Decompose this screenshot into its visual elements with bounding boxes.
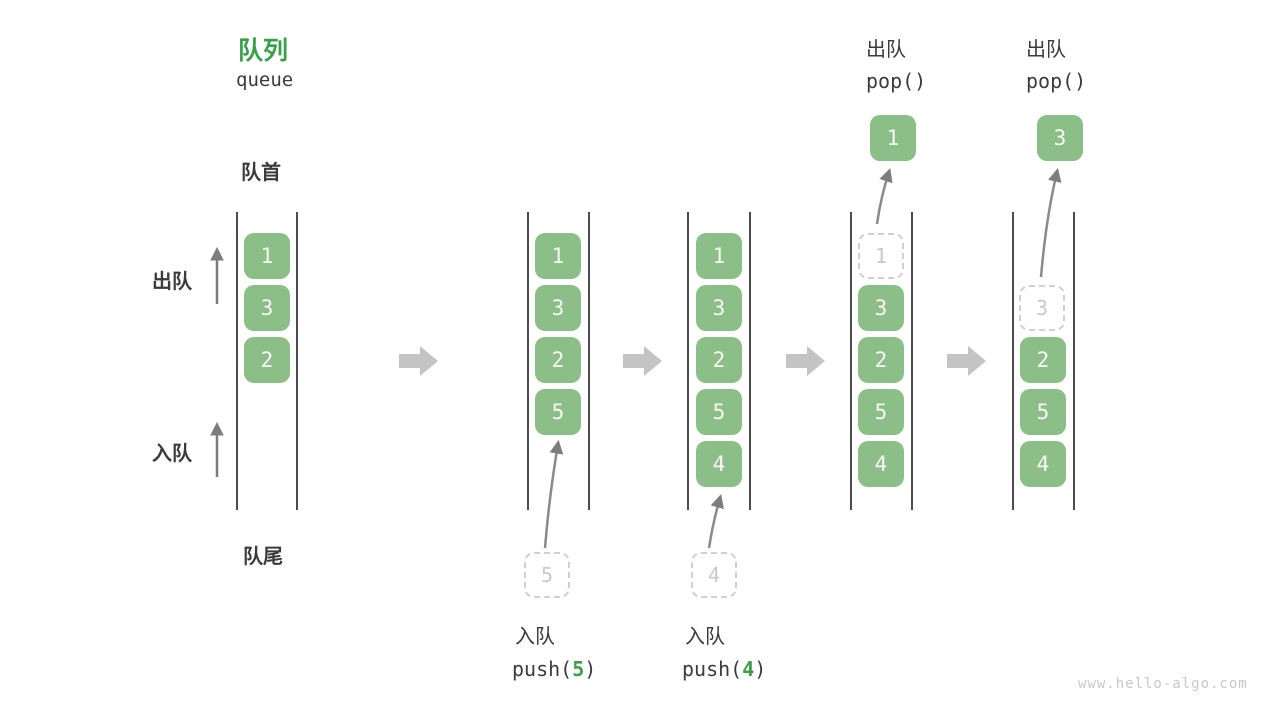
queue-item: 2 [244, 337, 290, 383]
queue-item: 2 [1020, 337, 1066, 383]
code-arg: 5 [572, 657, 585, 681]
queue-item: 4 [1020, 441, 1066, 487]
incoming-item-ghost: 5 [524, 552, 570, 598]
queue-item: 5 [696, 389, 742, 435]
popped-item: 1 [870, 115, 916, 161]
push-arrow [543, 439, 564, 549]
queue-wall-left [236, 212, 238, 510]
removed-item-ghost: 1 [858, 233, 904, 279]
queue-item: 2 [535, 337, 581, 383]
label-dequeue-action: 出队 [1026, 37, 1066, 61]
label-queue-front: 队首 [241, 160, 281, 184]
transition-arrow-icon [623, 346, 662, 376]
label-enqueue-action: 入队 [685, 624, 725, 648]
code-close: ) [584, 657, 597, 681]
queue-item: 3 [535, 285, 581, 331]
removed-item-ghost: 3 [1019, 285, 1065, 331]
label-enqueue-action: 入队 [515, 624, 555, 648]
code-fn: push( [512, 657, 573, 681]
queue-item: 1 [535, 233, 581, 279]
label-queue-rear: 队尾 [243, 544, 283, 568]
code-fn: push( [682, 657, 743, 681]
code-close: ) [754, 657, 767, 681]
queue-wall-left [850, 212, 852, 510]
queue-item: 3 [244, 285, 290, 331]
queue-item: 3 [858, 285, 904, 331]
label-dequeue-side: 出队 [152, 269, 192, 293]
queue-item: 1 [244, 233, 290, 279]
incoming-item-ghost: 4 [691, 552, 737, 598]
queue-item: 4 [858, 441, 904, 487]
label-enqueue-side: 入队 [152, 441, 192, 465]
queue-item: 3 [696, 285, 742, 331]
queue-wall-right [749, 212, 751, 510]
queue-item: 2 [858, 337, 904, 383]
pop-arrow [1039, 167, 1062, 278]
queue-wall-right [911, 212, 913, 510]
queue-wall-left [527, 212, 529, 510]
code-arg: 4 [742, 657, 755, 681]
queue-item: 5 [535, 389, 581, 435]
queue-wall-left [687, 212, 689, 510]
queue-wall-left [1012, 212, 1014, 510]
code-push-call: push(5) [512, 657, 596, 681]
queue-item: 4 [696, 441, 742, 487]
queue-wall-right [1073, 212, 1075, 510]
queue-item: 5 [858, 389, 904, 435]
diagram-title-en: queue [236, 69, 294, 91]
popped-item: 3 [1037, 115, 1083, 161]
queue-item: 1 [696, 233, 742, 279]
label-dequeue-action: 出队 [866, 37, 906, 61]
transition-arrow-icon [947, 346, 986, 376]
code-pop-call: pop() [866, 69, 927, 93]
queue-item: 2 [696, 337, 742, 383]
diagram-title-zh: 队列 [238, 36, 289, 65]
code-pop-call: pop() [1026, 69, 1087, 93]
code-push-call: push(4) [682, 657, 766, 681]
transition-arrow-icon [399, 346, 438, 376]
queue-item: 5 [1020, 389, 1066, 435]
queue-wall-right [588, 212, 590, 510]
pop-arrow [875, 168, 893, 225]
queue-wall-right [296, 212, 298, 510]
watermark: www.hello-algo.com [1078, 676, 1248, 692]
push-arrow [707, 494, 724, 549]
transition-arrow-icon [786, 346, 825, 376]
